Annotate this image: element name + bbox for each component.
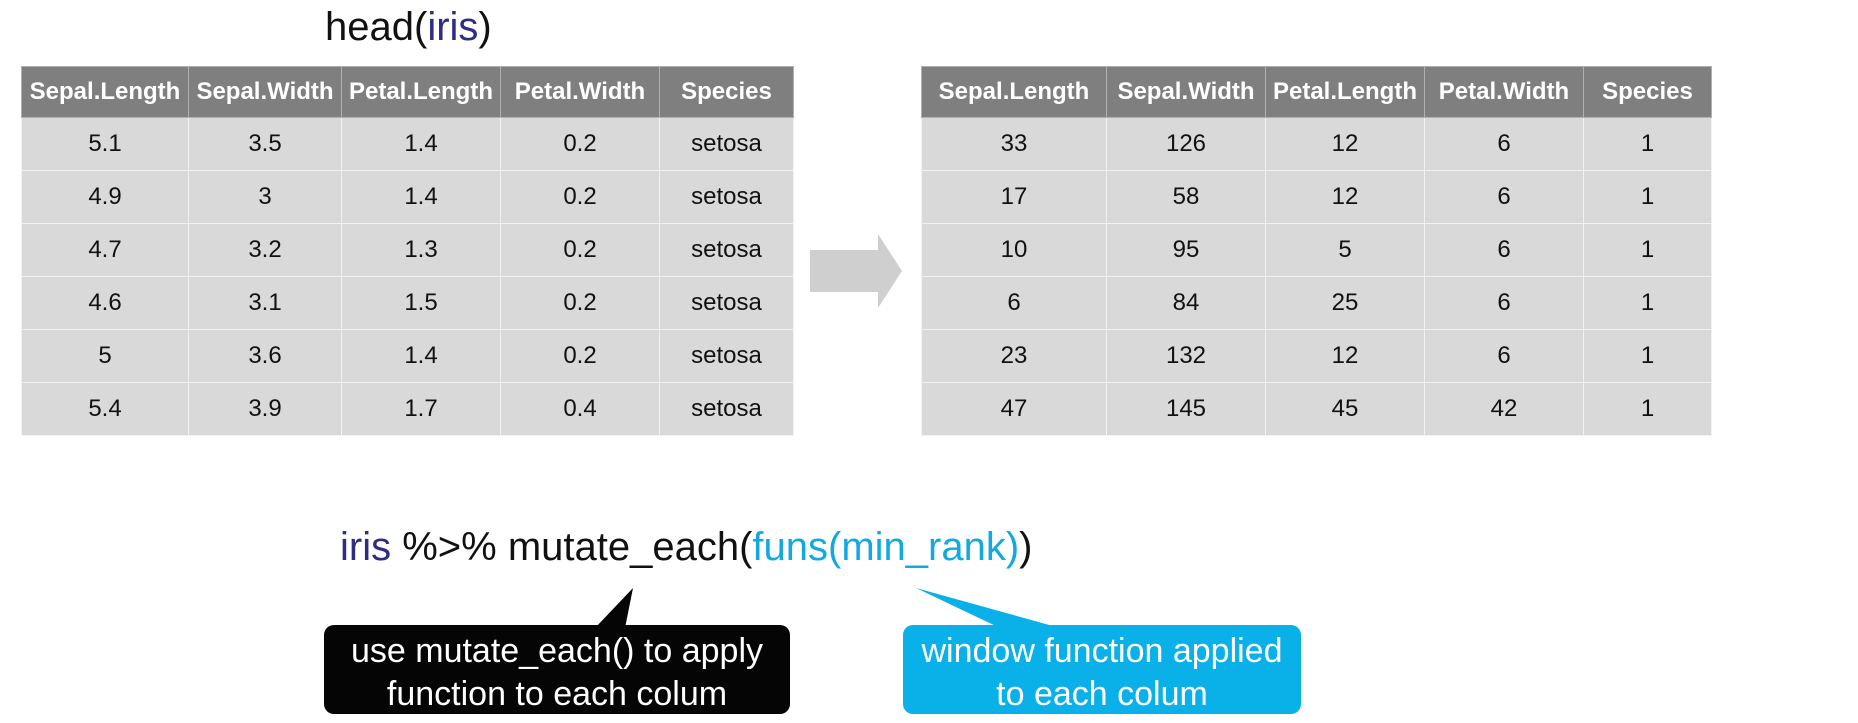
table-cell: 1.3	[341, 223, 501, 277]
callout-line: function to each colum	[386, 675, 728, 713]
table-cell: 23	[921, 329, 1107, 383]
table-cell: 4.9	[21, 170, 189, 224]
table-cell: 5	[21, 329, 189, 383]
callout-line: window function applied	[921, 632, 1283, 670]
table-cell: 3	[188, 170, 342, 224]
table-cell: 1	[1583, 117, 1712, 171]
table-cell: 3.1	[188, 276, 342, 330]
right-arrow-icon	[810, 234, 902, 308]
table-cell: 12	[1265, 117, 1425, 171]
table-cell: 1	[1583, 382, 1712, 436]
table-cell: 5	[1265, 223, 1425, 277]
table-cell: setosa	[659, 223, 794, 277]
table-cell: 3.5	[188, 117, 342, 171]
code-object: iris	[340, 525, 392, 569]
table-cell: 6	[1424, 170, 1584, 224]
table-cell: 12	[1265, 170, 1425, 224]
table-cell: 1.4	[341, 170, 501, 224]
table-cell: 84	[1106, 276, 1266, 330]
table-cell: setosa	[659, 329, 794, 383]
table-cell: setosa	[659, 170, 794, 224]
table-cell: 1	[1583, 223, 1712, 277]
column-header: Sepal.Width	[1106, 66, 1266, 118]
callout-line: to each colum	[996, 675, 1208, 713]
code-close-paren: )	[1019, 525, 1033, 569]
table-cell: 5.4	[21, 382, 189, 436]
table-cell: 6	[1424, 276, 1584, 330]
table-cell: 5.1	[21, 117, 189, 171]
table-cell: 47	[921, 382, 1107, 436]
table-cell: 1	[1583, 329, 1712, 383]
table-cell: 4.7	[21, 223, 189, 277]
table-cell: 6	[1424, 223, 1584, 277]
column-header: Petal.Length	[341, 66, 501, 118]
column-header: Petal.Width	[1424, 66, 1584, 118]
table-cell: setosa	[659, 117, 794, 171]
table-cell: 0.2	[500, 223, 660, 277]
table-cell: 6	[1424, 117, 1584, 171]
black-callout-pointer	[595, 588, 633, 628]
diagram-title: head(iris)	[325, 2, 492, 52]
callout-line: use mutate_each() to apply	[350, 632, 764, 670]
table-cell: 1	[1583, 170, 1712, 224]
code-pipe-call: %>% mutate_each(	[391, 525, 753, 569]
column-header: Species	[1583, 66, 1712, 118]
blue-callout-pointer	[916, 588, 1060, 628]
table-cell: 1.7	[341, 382, 501, 436]
table-cell: 3.9	[188, 382, 342, 436]
table-cell: setosa	[659, 382, 794, 436]
table-cell: 42	[1424, 382, 1584, 436]
table-cell: 0.4	[500, 382, 660, 436]
table-cell: 17	[921, 170, 1107, 224]
table-cell: 6	[921, 276, 1107, 330]
table-cell: 12	[1265, 329, 1425, 383]
table-cell: 126	[1106, 117, 1266, 171]
table-cell: 1.5	[341, 276, 501, 330]
column-header: Species	[659, 66, 794, 118]
title-argument: iris	[427, 5, 479, 49]
title-function: head(	[325, 5, 428, 49]
table-cell: 132	[1106, 329, 1266, 383]
table-cell: 1.4	[341, 329, 501, 383]
table-cell: 6	[1424, 329, 1584, 383]
column-header: Petal.Width	[500, 66, 660, 118]
table-cell: 45	[1265, 382, 1425, 436]
table-cell: 1	[1583, 276, 1712, 330]
code-expression: iris %>% mutate_each(funs(min_rank))	[340, 522, 1033, 572]
mutate-each-callout: use mutate_each() to apply function to e…	[324, 625, 790, 714]
code-inner-function: funs(min_rank)	[752, 525, 1020, 569]
table-cell: 33	[921, 117, 1107, 171]
column-header: Sepal.Length	[921, 66, 1107, 118]
table-cell: setosa	[659, 276, 794, 330]
table-cell: 0.2	[500, 329, 660, 383]
title-close-paren: )	[478, 5, 492, 49]
table-cell: 0.2	[500, 117, 660, 171]
window-function-callout: window function applied to each colum	[903, 625, 1301, 714]
table-cell: 145	[1106, 382, 1266, 436]
column-header: Petal.Length	[1265, 66, 1425, 118]
table-cell: 0.2	[500, 170, 660, 224]
